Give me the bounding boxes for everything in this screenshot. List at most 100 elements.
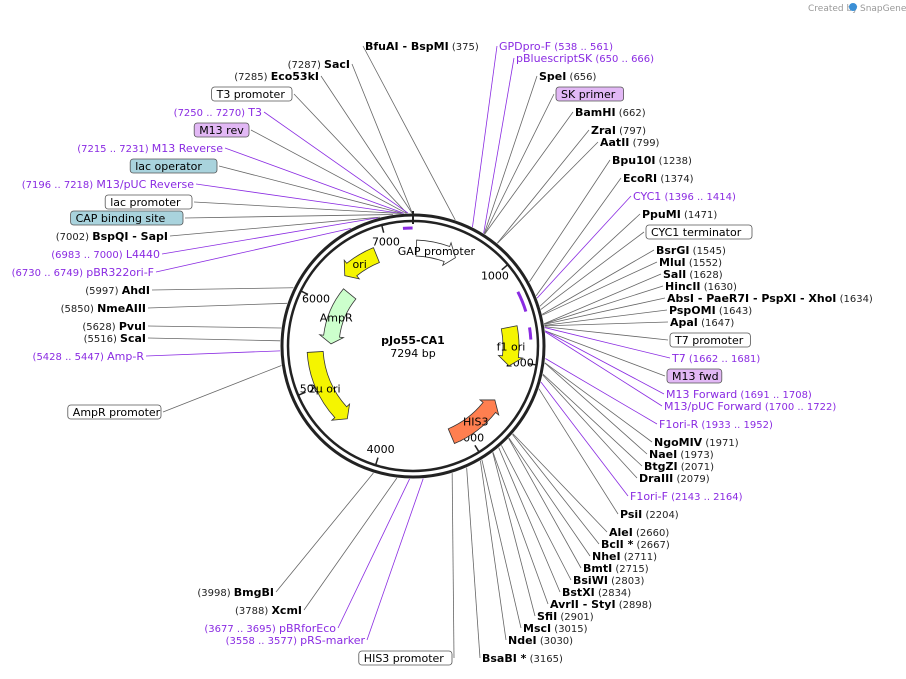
primer-pbr322orif[interactable]: (6730 .. 6749) pBR322ori-F bbox=[12, 266, 154, 279]
enzyme-absi[interactable]: AbsI - PaeR7I - PspXI - XhoI (1634) bbox=[667, 292, 873, 305]
leader-line bbox=[543, 273, 662, 325]
primer-prsmarker[interactable]: (3558 .. 3577) pRS-marker bbox=[226, 634, 366, 647]
enzyme-ecori[interactable]: EcoRI (1374) bbox=[623, 172, 694, 185]
enzyme-bstxi[interactable]: BstXI (2834) bbox=[562, 586, 631, 599]
enzyme-eco53ki[interactable]: (7285) Eco53kI bbox=[234, 70, 319, 83]
leader-line bbox=[193, 201, 402, 214]
enzyme-draiii[interactable]: DraIII (2079) bbox=[639, 472, 710, 485]
leader-line bbox=[184, 214, 394, 219]
enzyme-scai[interactable]: (5516) ScaI bbox=[84, 332, 146, 345]
leader-line bbox=[542, 261, 658, 316]
leader-line bbox=[161, 217, 378, 255]
leader-line bbox=[544, 285, 664, 325]
feature-box-t3promoter[interactable]: T3 promoter bbox=[216, 88, 286, 101]
feature-box-cyc1terminator[interactable]: CYC1 terminator bbox=[651, 226, 742, 239]
leader-line bbox=[508, 437, 591, 557]
feature-ori[interactable] bbox=[343, 247, 380, 280]
feature-label: HIS3 bbox=[463, 415, 489, 428]
tick-mark bbox=[380, 224, 385, 233]
enzyme-bsiwi[interactable]: BsiWI (2803) bbox=[573, 574, 644, 587]
enzyme-apai[interactable]: ApaI (1647) bbox=[670, 316, 734, 329]
feature-box-amprpromoter[interactable]: AmpR promoter bbox=[73, 406, 161, 419]
credit-brand: SnapGene bbox=[860, 4, 906, 14]
enzyme-bspqi[interactable]: (7002) BspQI - SapI bbox=[56, 230, 168, 243]
enzyme-nhei[interactable]: NheI (2711) bbox=[592, 550, 657, 563]
enzyme-pspomi[interactable]: PspOMI (1643) bbox=[669, 304, 752, 317]
enzyme-ppumi[interactable]: PpuMI (1471) bbox=[642, 208, 717, 221]
enzyme-bmti[interactable]: BmtI (2715) bbox=[583, 562, 649, 575]
enzyme-bamhi[interactable]: BamHI (662) bbox=[575, 106, 646, 119]
enzyme-zrai[interactable]: ZraI (797) bbox=[591, 124, 646, 137]
enzyme-aatii[interactable]: AatII (799) bbox=[600, 136, 660, 149]
leader-line bbox=[496, 129, 590, 244]
enzyme-psii[interactable]: PsiI (2204) bbox=[620, 508, 679, 521]
tick-mark bbox=[374, 457, 379, 466]
enzyme-avrii[interactable]: AvrII - StyI (2898) bbox=[550, 598, 652, 611]
feature-box-capbindingsite[interactable]: CAP binding site bbox=[76, 212, 166, 225]
primer-gpdprof[interactable]: GPDpro-F (538 .. 561) bbox=[499, 40, 613, 53]
feature-box-lacoperator[interactable]: lac operator bbox=[135, 160, 202, 173]
feature-box-capbindingsite-box bbox=[70, 210, 184, 226]
enzyme-naei[interactable]: NaeI (1973) bbox=[649, 448, 714, 461]
feature-box-m13rev[interactable]: M13 rev bbox=[199, 124, 244, 137]
feature-ampr[interactable] bbox=[318, 288, 357, 345]
tick-mark bbox=[528, 362, 537, 366]
enzyme-pvui[interactable]: (5628) PvuI bbox=[82, 320, 146, 333]
tick-label: 7000 bbox=[372, 235, 400, 248]
feature-box-his3promoter[interactable]: HIS3 promoter bbox=[364, 652, 445, 665]
enzyme-btgzi[interactable]: BtgZI (2071) bbox=[644, 460, 714, 473]
primer-t3[interactable]: (7250 .. 7270) T3 bbox=[174, 106, 262, 119]
primer-cyc1[interactable]: CYC1 (1396 .. 1414) bbox=[633, 190, 736, 203]
primer-m13pucreverse[interactable]: (7196 .. 7218) M13/pUC Reverse bbox=[22, 178, 194, 191]
enzyme-msci[interactable]: MscI (3015) bbox=[523, 622, 588, 635]
enzyme-bmgbi[interactable]: (3998) BmgBI bbox=[197, 586, 274, 599]
feature-box-m13fwd[interactable]: M13 fwd bbox=[672, 370, 719, 383]
leader-line bbox=[195, 183, 402, 214]
primer-pbluescriptsk[interactable]: pBluescriptSK (650 .. 666) bbox=[516, 52, 654, 65]
enzyme-bsabi[interactable]: BsaBI * (3165) bbox=[482, 652, 563, 665]
primer-l4440[interactable]: (6983 .. 7000) L4440 bbox=[51, 248, 160, 261]
primer-f1orif[interactable]: F1ori-F (2143 .. 2164) bbox=[630, 490, 743, 503]
primer-f1orir[interactable]: F1ori-R (1933 .. 1952) bbox=[659, 418, 773, 431]
feature-box-t7promoter[interactable]: T7 promoter bbox=[674, 334, 744, 347]
enzyme-bsrgi[interactable]: BsrGI (1545) bbox=[656, 244, 726, 257]
leader-line bbox=[539, 213, 641, 307]
primer-m13pucforward[interactable]: M13/pUC Forward (1700 .. 1722) bbox=[664, 400, 836, 413]
enzyme-ngomiv[interactable]: NgoMIV (1971) bbox=[654, 436, 739, 449]
primer-m13forward[interactable]: M13 Forward (1691 .. 1708) bbox=[666, 388, 812, 401]
leader-line bbox=[544, 362, 653, 443]
feature-2u-ori[interactable] bbox=[306, 351, 351, 421]
tick-label: 6000 bbox=[302, 292, 330, 305]
feature-gap-promoter[interactable] bbox=[415, 239, 456, 267]
enzyme-ahdi[interactable]: (5997) AhdI bbox=[85, 284, 150, 297]
enzyme-alei[interactable]: AleI (2660) bbox=[609, 526, 669, 539]
feature-label: AmpR bbox=[320, 311, 353, 324]
enzyme-nmeaiii[interactable]: (5850) NmeAIII bbox=[61, 302, 146, 315]
enzyme-bpu10i[interactable]: Bpu10I (1238) bbox=[612, 154, 692, 167]
enzyme-bcli[interactable]: BclI * (2667) bbox=[601, 538, 670, 551]
enzyme-sali[interactable]: SalI (1628) bbox=[663, 268, 723, 281]
primer-ampr[interactable]: (5428 .. 5447) Amp-R bbox=[33, 350, 145, 363]
feature-his3[interactable] bbox=[447, 399, 500, 445]
leader-line bbox=[481, 459, 522, 629]
enzyme-saci[interactable]: (7287) SacI bbox=[288, 58, 350, 71]
primer-pbrforeco[interactable]: (3677 .. 3695) pBRforEco bbox=[204, 622, 336, 635]
enzyme-ndei[interactable]: NdeI (3030) bbox=[508, 634, 573, 647]
enzyme-mlui[interactable]: MluI (1552) bbox=[659, 256, 722, 269]
leader-line bbox=[536, 195, 632, 299]
enzyme-bfuai[interactable]: BfuAI - BspMI (375) bbox=[365, 40, 479, 53]
enzyme-xcmi[interactable]: (3788) XcmI bbox=[235, 604, 302, 617]
feature-box-lacpromoter[interactable]: lac promoter bbox=[110, 196, 181, 209]
enzyme-hincii[interactable]: HincII (1630) bbox=[665, 280, 737, 293]
enzyme-sfii[interactable]: SfiI (2901) bbox=[537, 610, 594, 623]
feature-box-skprimer[interactable]: SK primer bbox=[561, 88, 616, 101]
leader-line bbox=[466, 467, 481, 659]
leader-line bbox=[544, 309, 668, 326]
enzyme-spei[interactable]: SpeI (656) bbox=[539, 70, 597, 83]
primer-t7[interactable]: T7 (1662 .. 1681) bbox=[671, 352, 760, 365]
feature-f1-ori[interactable] bbox=[497, 325, 524, 367]
primer-m13reverse[interactable]: (7215 .. 7231) M13 Reverse bbox=[77, 142, 223, 155]
leader-line bbox=[483, 57, 515, 234]
